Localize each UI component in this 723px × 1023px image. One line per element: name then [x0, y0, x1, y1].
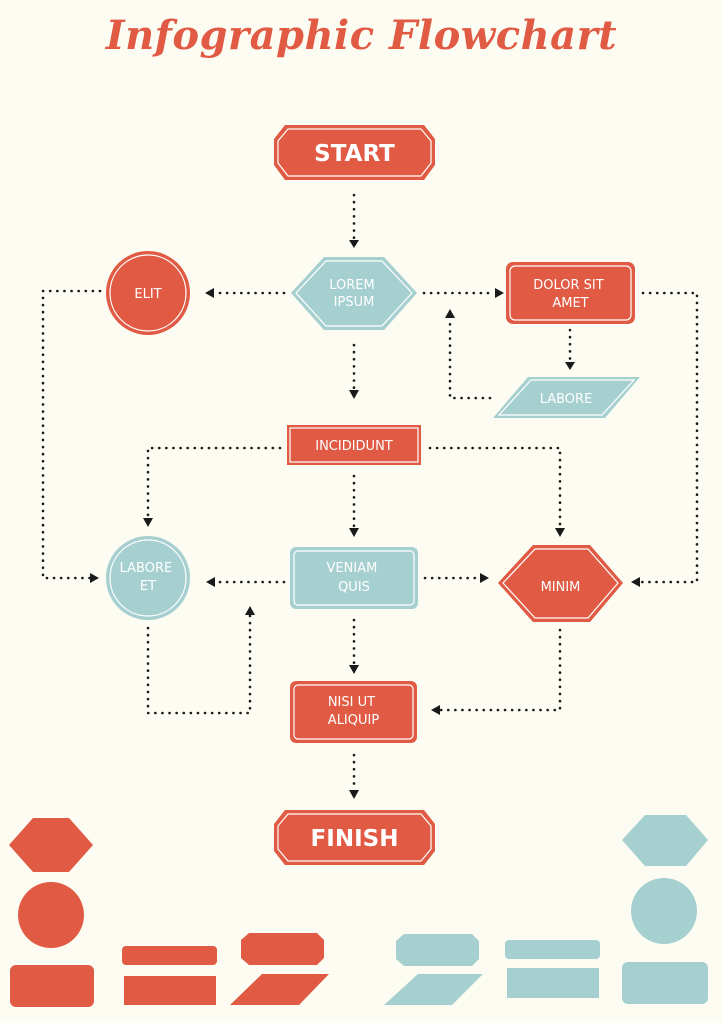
edge-veniam-to-labore-et-arrow: [206, 577, 215, 587]
page-title: Infographic Flowchart: [105, 12, 618, 59]
svg-text:DOLOR SIT AMET: DOLOR SIT AMET: [533, 278, 608, 311]
minim-node: MINIM: [498, 545, 623, 622]
labore-et-label-line2: ET: [140, 579, 156, 594]
start-label: START: [314, 141, 395, 167]
palette-blue-hexagon: [396, 934, 479, 966]
palette-blue-parallelogram: [384, 974, 483, 1005]
connectors: [41, 193, 699, 799]
svg-text:LOREM IPSUM: LOREM IPSUM: [329, 278, 379, 310]
edge-dolor-to-minim-arrow: [631, 577, 640, 587]
nisi-ut-aliquip-node: NISI UT ALIQUIP: [290, 681, 417, 743]
edge-incididunt-to-minim: [428, 446, 562, 530]
dolor-sit-amet-node: DOLOR SIT AMET: [506, 262, 635, 324]
svg-text:VENIAM QUIS: VENIAM QUIS: [327, 561, 382, 595]
svg-text:LABORE ET: LABORE ET: [120, 561, 177, 594]
lorem-ipsum-node: LOREM IPSUM: [291, 257, 417, 330]
elit-node: ELIT: [106, 251, 190, 335]
edge-dolor-to-minim: [638, 291, 699, 584]
edge-incididunt-to-labore-et-arrow: [143, 518, 153, 527]
palette-blue-rounded-rect: [622, 962, 708, 1004]
edge-incididunt-to-veniam-arrow: [349, 528, 359, 537]
palette-red-rect: [124, 976, 216, 1005]
svg-text:NISI UT ALIQUIP: NISI UT ALIQUIP: [328, 695, 380, 728]
finish-label: FINISH: [311, 826, 399, 852]
edge-labore-et-to-veniam: [146, 613, 252, 715]
labore-node: LABORE: [493, 377, 640, 418]
labore-et-node: LABORE ET: [106, 536, 190, 620]
veniam-quis-node: VENIAM QUIS: [290, 547, 418, 609]
palette-red-circle: [18, 882, 84, 948]
edge-lorem-to-elit-arrow: [205, 288, 214, 298]
palette-red-diamond: [9, 818, 93, 872]
edge-nisi-to-finish-arrow: [349, 790, 359, 799]
edge-incididunt-to-labore-et: [146, 446, 282, 520]
edge-labore-to-dolor-arrow: [445, 309, 455, 318]
incididunt-node: INCIDIDUNT: [287, 425, 421, 465]
lorem-ipsum-label-line1: LOREM: [329, 278, 374, 293]
dolor-sit-amet-label-line1: DOLOR SIT: [533, 278, 604, 293]
dolor-sit-amet-label-line2: AMET: [552, 296, 588, 311]
palette-red-hexagon: [241, 933, 324, 965]
incididunt-label: INCIDIDUNT: [315, 439, 393, 454]
palette-red-rounded-rect: [10, 965, 94, 1007]
palette-red-parallelogram: [230, 974, 329, 1005]
edge-veniam-to-nisi-arrow: [349, 665, 359, 674]
labore-et-label-line1: LABORE: [120, 561, 173, 576]
edge-incididunt-to-minim-arrow: [555, 528, 565, 537]
nisi-ut-aliquip-label-line2: ALIQUIP: [328, 713, 380, 728]
start-node: START: [274, 125, 435, 180]
elit-label: ELIT: [134, 287, 161, 302]
palette-blue-pill: [505, 940, 600, 959]
veniam-quis-label-line2: QUIS: [338, 580, 370, 595]
edge-labore-et-to-veniam-arrow: [245, 606, 255, 615]
edge-elit-to-labore-et: [41, 289, 102, 580]
edge-dolor-to-labore-arrow: [565, 362, 575, 370]
shape-palette-blue: [384, 815, 708, 1005]
nisi-ut-aliquip-label-line1: NISI UT: [328, 695, 375, 710]
palette-blue-circle: [631, 878, 697, 944]
edge-start-to-lorem-arrow: [349, 240, 359, 248]
shape-palette-red: [9, 818, 329, 1007]
veniam-quis-label-line1: VENIAM: [327, 561, 378, 576]
edge-elit-to-labore-et-arrow: [90, 573, 99, 583]
finish-node: FINISH: [274, 810, 435, 865]
edge-minim-to-nisi-arrow: [431, 705, 440, 715]
edge-lorem-to-incididunt-arrow: [349, 390, 359, 399]
lorem-ipsum-label-line2: IPSUM: [334, 295, 375, 310]
edge-lorem-to-dolor-arrow: [495, 288, 504, 298]
labore-label: LABORE: [540, 392, 593, 407]
palette-blue-diamond: [622, 815, 708, 866]
edge-labore-to-dolor: [448, 316, 492, 400]
edge-minim-to-nisi: [438, 628, 562, 712]
minim-label: MINIM: [541, 580, 581, 595]
palette-red-pill: [122, 946, 217, 965]
edge-veniam-to-minim-arrow: [480, 573, 489, 583]
palette-blue-rect: [507, 968, 599, 998]
